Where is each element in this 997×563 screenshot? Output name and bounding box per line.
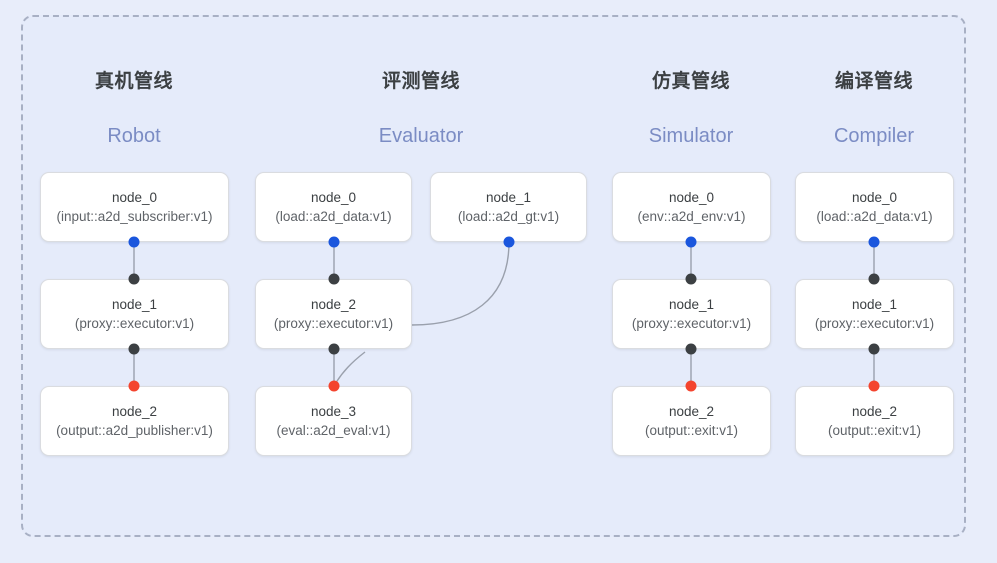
node-spec: (proxy::executor:v1) [631, 315, 752, 331]
node-name: node_0 [111, 189, 158, 205]
port-input-dot[interactable] [328, 236, 340, 248]
port-link-dot[interactable] [685, 273, 697, 285]
node-box[interactable]: node_0(env::a2d_env:v1) [612, 172, 771, 242]
node-name: node_0 [851, 189, 898, 205]
node-spec: (load::a2d_gt:v1) [457, 208, 560, 224]
port-link-dot[interactable] [868, 273, 880, 285]
node-name: node_1 [668, 296, 715, 312]
node-name: node_2 [851, 403, 898, 419]
node-spec: (output::a2d_publisher:v1) [56, 422, 213, 438]
column-title-cn-evaluator: 评测管线 [381, 71, 461, 92]
column-title-en-evaluator: Evaluator [378, 125, 464, 147]
column-title-en-compiler: Compiler [833, 125, 915, 147]
port-link-dot[interactable] [328, 343, 340, 355]
node-spec: (load::a2d_data:v1) [275, 208, 392, 224]
column-title-en-robot: Robot [107, 125, 161, 147]
node-name: node_2 [310, 296, 357, 312]
node-spec: (proxy::executor:v1) [74, 315, 195, 331]
port-input-dot[interactable] [128, 236, 140, 248]
port-output-dot[interactable] [128, 380, 140, 392]
node-box[interactable]: node_2(proxy::executor:v1) [255, 279, 412, 349]
node-spec: (output::exit:v1) [644, 422, 739, 438]
node-spec: (proxy::executor:v1) [814, 315, 935, 331]
node-name: node_1 [111, 296, 158, 312]
column-title-cn-compiler: 编译管线 [834, 71, 914, 92]
node-box[interactable]: node_0(load::a2d_data:v1) [255, 172, 412, 242]
node-spec: (load::a2d_data:v1) [816, 208, 933, 224]
port-input-dot[interactable] [868, 236, 880, 248]
port-input-dot[interactable] [503, 236, 515, 248]
node-box[interactable]: node_2(output::a2d_publisher:v1) [40, 386, 229, 456]
column-title-cn-robot: 真机管线 [94, 71, 174, 92]
node-spec: (input::a2d_subscriber:v1) [56, 208, 213, 224]
node-name: node_1 [851, 296, 898, 312]
port-link-dot[interactable] [685, 343, 697, 355]
node-box[interactable]: node_1(proxy::executor:v1) [612, 279, 771, 349]
node-name: node_0 [310, 189, 357, 205]
node-box[interactable]: node_1(proxy::executor:v1) [40, 279, 229, 349]
node-name: node_2 [668, 403, 715, 419]
port-link-dot[interactable] [128, 273, 140, 285]
port-input-dot[interactable] [685, 236, 697, 248]
node-name: node_1 [485, 189, 532, 205]
port-output-dot[interactable] [868, 380, 880, 392]
node-spec: (eval::a2d_eval:v1) [276, 422, 391, 438]
node-box[interactable]: node_0(load::a2d_data:v1) [795, 172, 954, 242]
node-name: node_2 [111, 403, 158, 419]
port-link-dot[interactable] [868, 343, 880, 355]
node-box[interactable]: node_1(load::a2d_gt:v1) [430, 172, 587, 242]
pipeline-group-frame [21, 15, 966, 537]
node-spec: (env::a2d_env:v1) [637, 208, 746, 224]
node-name: node_0 [668, 189, 715, 205]
node-box[interactable]: node_2(output::exit:v1) [795, 386, 954, 456]
node-name: node_3 [310, 403, 357, 419]
column-title-cn-simulator: 仿真管线 [651, 71, 731, 92]
node-box[interactable]: node_3(eval::a2d_eval:v1) [255, 386, 412, 456]
port-output-dot[interactable] [328, 380, 340, 392]
column-title-en-simulator: Simulator [648, 125, 734, 147]
port-link-dot[interactable] [328, 273, 340, 285]
node-box[interactable]: node_0(input::a2d_subscriber:v1) [40, 172, 229, 242]
node-box[interactable]: node_2(output::exit:v1) [612, 386, 771, 456]
node-spec: (proxy::executor:v1) [273, 315, 394, 331]
port-output-dot[interactable] [685, 380, 697, 392]
node-spec: (output::exit:v1) [827, 422, 922, 438]
node-box[interactable]: node_1(proxy::executor:v1) [795, 279, 954, 349]
port-link-dot[interactable] [128, 343, 140, 355]
